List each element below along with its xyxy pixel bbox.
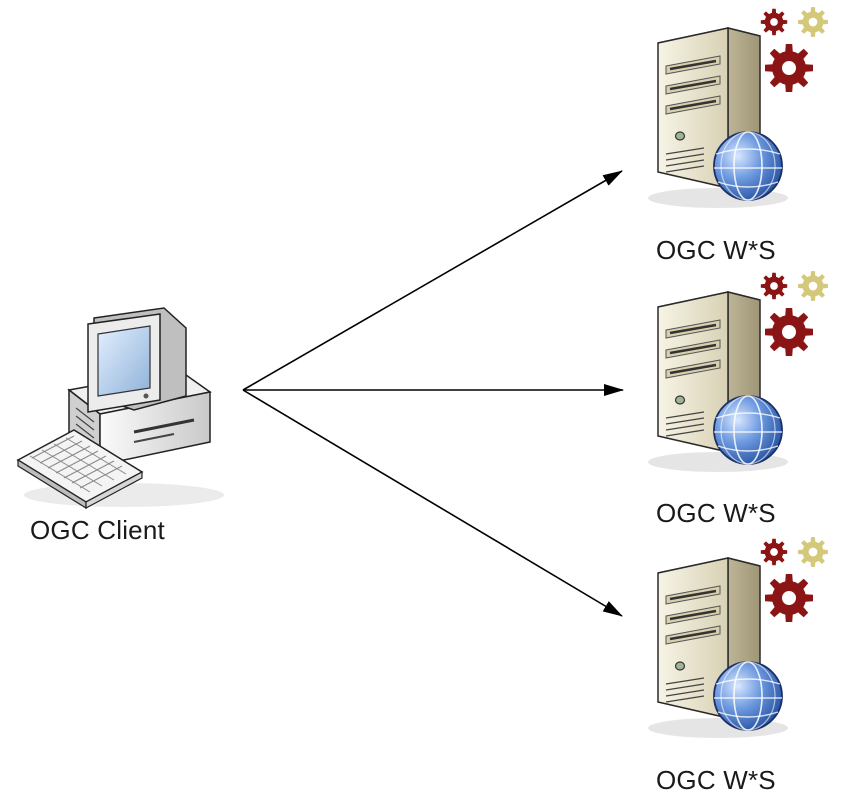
gear-large-icon xyxy=(765,574,813,622)
server-tower-icon xyxy=(646,26,790,210)
server-label: OGC W*S xyxy=(656,765,776,795)
server-2 xyxy=(646,271,828,474)
gear-small-yellow-icon xyxy=(798,7,828,37)
server-label: OGC W*S xyxy=(656,235,776,265)
desktop-computer-icon xyxy=(16,307,224,510)
server-3 xyxy=(646,537,828,740)
gear-small-yellow-icon xyxy=(798,271,828,301)
gear-small-red-icon xyxy=(760,272,788,300)
arrow-to-server-1 xyxy=(242,170,623,391)
arrow-to-server-3 xyxy=(242,389,623,617)
server-label: OGC W*S xyxy=(656,498,776,528)
client-label: OGC Client xyxy=(30,515,165,545)
gear-large-icon xyxy=(765,308,813,356)
server-1 xyxy=(646,7,828,210)
server-tower-icon xyxy=(646,290,790,474)
gear-large-icon xyxy=(765,44,813,92)
gear-small-yellow-icon xyxy=(798,537,828,567)
gear-small-red-icon xyxy=(760,538,788,566)
server-tower-icon xyxy=(646,556,790,740)
gear-small-red-icon xyxy=(760,8,788,36)
